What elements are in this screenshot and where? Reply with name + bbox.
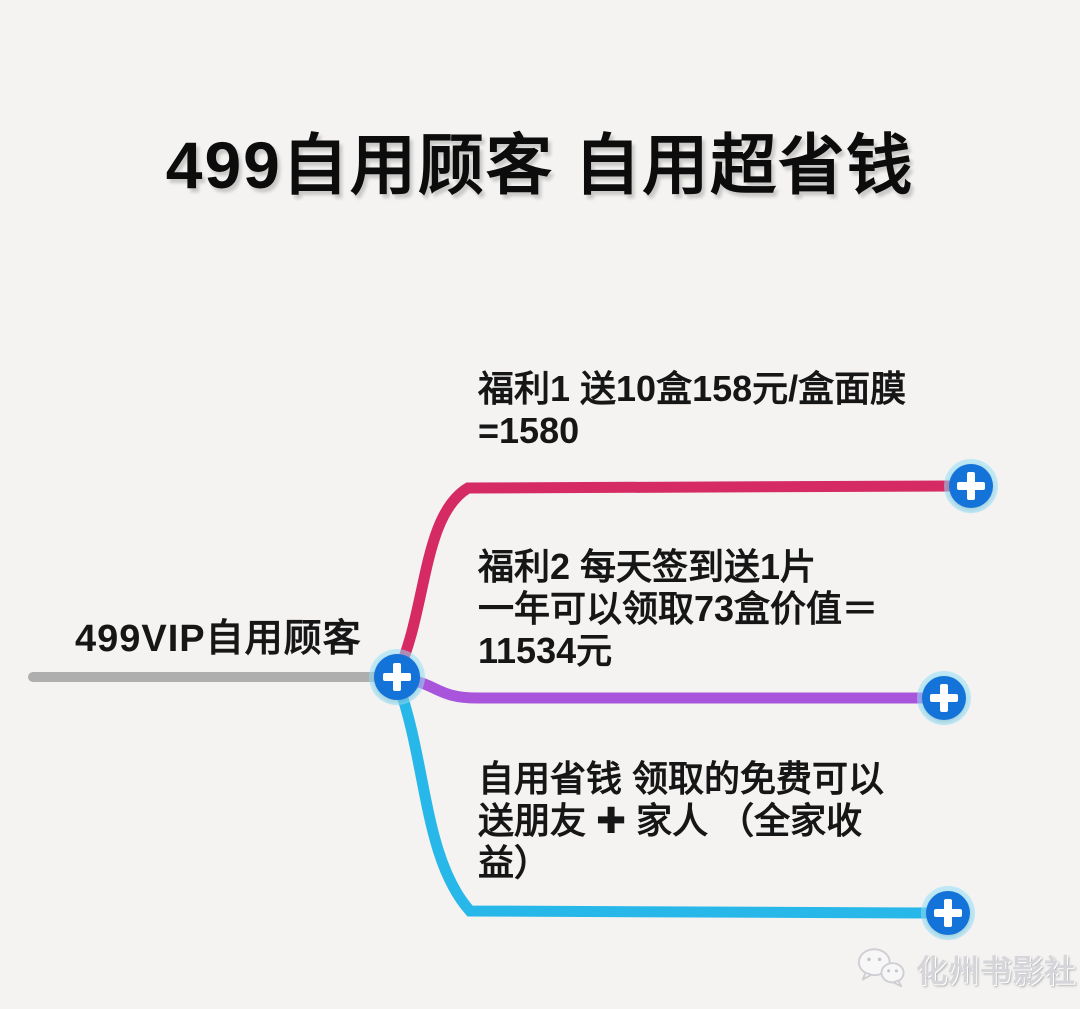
watermark-text: 化州书影社 (916, 953, 1076, 989)
plus-icon (940, 684, 948, 712)
plus-icon (967, 472, 975, 500)
branch3-add-button[interactable] (926, 891, 970, 935)
branch1-node-label[interactable]: 福利1 送10盒158元/盒面膜 =1580 (478, 368, 906, 452)
page-title: 499自用顾客 自用超省钱 (165, 128, 915, 202)
branch3-node-label[interactable]: 自用省钱 领取的免费可以 送朋友 ✚ 家人 （全家收 益） (478, 758, 884, 884)
branch1-line2: =1580 (478, 410, 580, 451)
branch3-connector (392, 678, 938, 919)
branch1-add-button[interactable] (949, 464, 993, 508)
branch3-line1: 自用省钱 领取的免费可以 (478, 758, 885, 799)
wechat-icon (857, 948, 905, 988)
watermark: 化州书影社 (856, 940, 1076, 996)
branch1-connector (393, 480, 960, 676)
branch2-node-label[interactable]: 福利2 每天签到送1片 一年可以领取73盒价值＝ 11534元 (478, 546, 878, 672)
plus-icon (393, 663, 401, 691)
branch2-connector (395, 673, 933, 704)
branch3-line3: 益） (478, 842, 551, 883)
root-node-label[interactable]: 499VIP自用顾客 (75, 618, 362, 660)
branch3-line2: 送朋友 ✚ 家人 （全家收 (478, 800, 863, 841)
plus-icon (944, 899, 952, 927)
root-expand-button[interactable] (374, 654, 420, 700)
branch2-add-button[interactable] (922, 676, 966, 720)
branch2-line1: 福利2 每天签到送1片 (478, 546, 817, 587)
branch2-line2: 一年可以领取73盒价值＝ (478, 588, 879, 629)
branch2-line3: 11534元 (478, 630, 613, 671)
branch1-line1: 福利1 送10盒158元/盒面膜 (478, 368, 907, 409)
